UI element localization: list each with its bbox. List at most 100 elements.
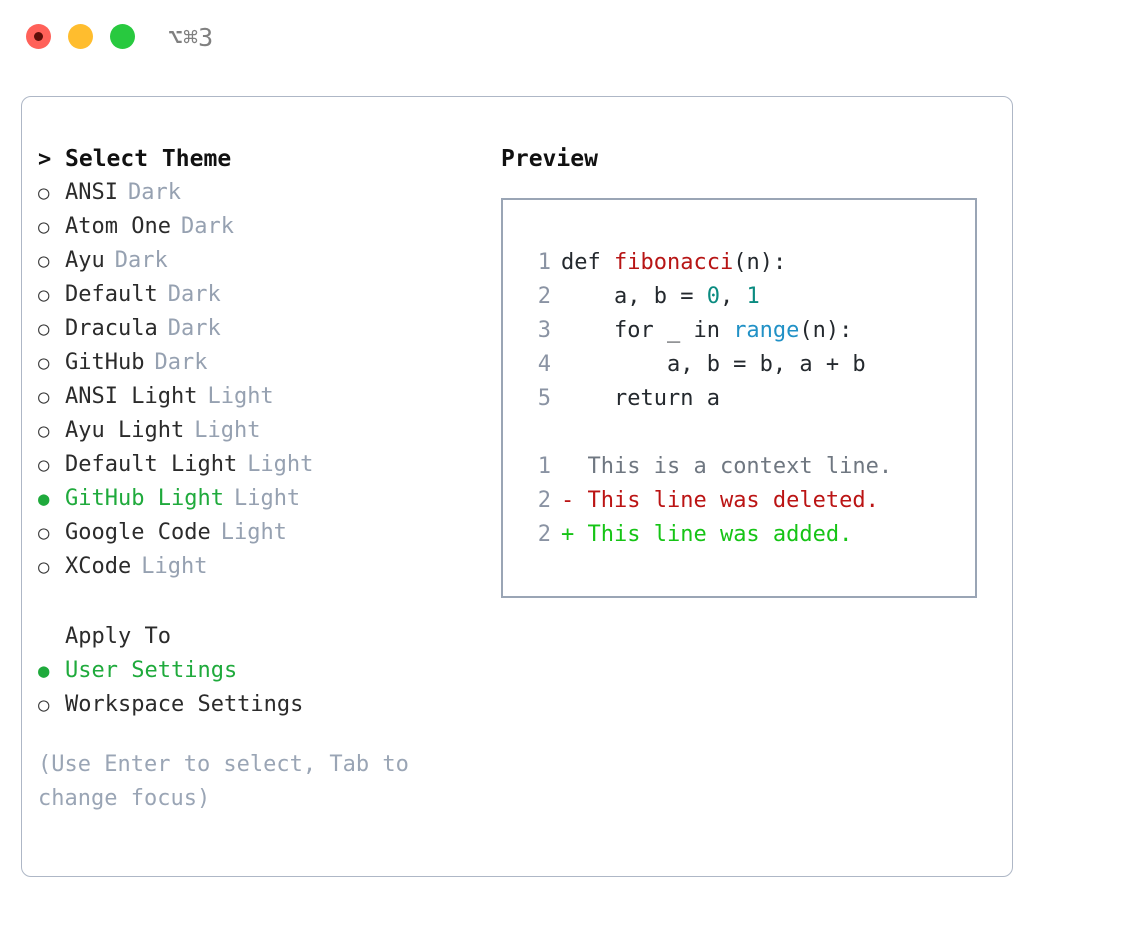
theme-variant-badge: Light — [220, 520, 287, 545]
code-line: 5 return a — [503, 382, 975, 416]
theme-variant-badge: Light — [194, 418, 261, 443]
caret-icon: > — [38, 147, 52, 172]
theme-variant-badge: Light — [207, 384, 274, 409]
diff-sign — [561, 450, 574, 484]
theme-variant-badge: Dark — [127, 180, 181, 205]
radio-unselected-icon[interactable]: ○ — [38, 250, 50, 272]
apply-to-label: User Settings — [65, 658, 238, 683]
apply-to-item[interactable]: ○ Workspace Settings — [38, 688, 488, 722]
preview-title: Preview — [501, 146, 598, 172]
theme-variant-badge: Dark — [114, 248, 168, 273]
close-button[interactable] — [26, 24, 51, 49]
select-theme-header: > Select Theme — [38, 142, 488, 176]
radio-unselected-icon[interactable]: ○ — [38, 694, 50, 716]
code-line: 4 a, b = b, a + b — [503, 348, 975, 382]
apply-to-item[interactable]: ● User Settings — [38, 654, 488, 688]
theme-variant-badge: Light — [233, 486, 301, 511]
maximize-button[interactable] — [110, 24, 135, 49]
apply-to-list: ● User Settings ○ Workspace Settings — [38, 654, 488, 722]
diff-sign: - — [561, 488, 575, 513]
theme-list-item[interactable]: ○ ANSI Light Light — [38, 380, 488, 414]
traffic-light-group — [26, 24, 135, 49]
theme-name: GitHub — [65, 350, 145, 375]
radio-unselected-icon[interactable]: ○ — [38, 216, 50, 238]
diff-line: 2+ This line was added. — [503, 518, 975, 552]
theme-name: Atom One — [65, 214, 171, 239]
code-token: 1 — [746, 284, 760, 309]
radio-selected-icon[interactable]: ● — [38, 488, 50, 510]
code-token: a, b = b, a + b — [561, 352, 866, 377]
apply-to-title: Apply To — [65, 624, 171, 649]
code-token: (n): — [799, 318, 853, 343]
theme-list-item[interactable]: ○ Google Code Light — [38, 516, 488, 550]
radio-unselected-icon[interactable]: ○ — [38, 522, 50, 544]
theme-list-item[interactable]: ○ Ayu Light Light — [38, 414, 488, 448]
select-theme-title: Select Theme — [65, 146, 232, 172]
radio-unselected-icon[interactable]: ○ — [38, 182, 50, 204]
theme-list-item[interactable]: ○ Atom One Dark — [38, 210, 488, 244]
diff-text: This line was added. — [574, 522, 853, 547]
apply-to-label: Workspace Settings — [65, 692, 304, 717]
code-token: return a — [561, 386, 720, 411]
code-line: 2 a, b = 0, 1 — [503, 280, 975, 314]
theme-name: Ayu — [65, 248, 105, 273]
code-token: a, b = — [561, 284, 707, 309]
theme-variant-badge: Dark — [180, 214, 234, 239]
theme-name: ANSI Light — [65, 384, 198, 409]
theme-name: Google Code — [65, 520, 211, 545]
keyboard-hint-text: (Use Enter to select, Tab to change focu… — [38, 752, 423, 811]
minimize-button[interactable] — [68, 24, 93, 49]
code-token: (n): — [733, 250, 787, 275]
theme-list-item[interactable]: ○ Default Dark — [38, 278, 488, 312]
theme-list-item[interactable]: ○ Ayu Dark — [38, 244, 488, 278]
line-number: 5 — [537, 386, 551, 411]
radio-unselected-icon[interactable]: ○ — [38, 352, 50, 374]
theme-list-item[interactable]: ● GitHub Light Light — [38, 482, 488, 516]
code-token: for _ in — [561, 318, 734, 343]
theme-name: Default — [65, 282, 158, 307]
theme-name: ANSI — [65, 180, 118, 205]
theme-variant-badge: Dark — [167, 316, 221, 341]
title-bar: ⌥⌘3 — [0, 0, 1140, 78]
theme-variant-badge: Dark — [167, 282, 221, 307]
theme-variant-badge: Light — [141, 554, 208, 579]
diff-line: 2- This line was deleted. — [503, 484, 975, 518]
code-token: def — [561, 250, 614, 275]
section-spacer — [38, 584, 488, 620]
diff-sample: 1 This is a context line.2- This line wa… — [503, 450, 975, 552]
theme-list-item[interactable]: ○ XCode Light — [38, 550, 488, 584]
line-number: 2 — [537, 488, 551, 513]
radio-unselected-icon[interactable]: ○ — [38, 284, 50, 306]
line-number: 3 — [537, 318, 551, 343]
theme-list-item[interactable]: ○ ANSI Dark — [38, 176, 488, 210]
theme-name: GitHub Light — [65, 486, 224, 511]
diff-text: This line was deleted. — [574, 488, 879, 513]
code-token: 0 — [706, 284, 720, 309]
radio-unselected-icon[interactable]: ○ — [38, 556, 50, 578]
theme-list-item[interactable]: ○ Default Light Light — [38, 448, 488, 482]
code-line: 3 for _ in range(n): — [503, 314, 975, 348]
theme-name: Ayu Light — [65, 418, 185, 443]
theme-name: Default Light — [65, 452, 238, 477]
line-number: 1 — [537, 454, 551, 479]
radio-unselected-icon[interactable]: ○ — [38, 386, 50, 408]
line-number: 4 — [537, 352, 551, 377]
radio-selected-icon[interactable]: ● — [38, 660, 50, 682]
code-token: , — [719, 284, 747, 309]
radio-unselected-icon[interactable]: ○ — [38, 454, 50, 476]
theme-name: XCode — [65, 554, 132, 579]
theme-variant-badge: Light — [247, 452, 314, 477]
blank-marker-icon: ○ — [38, 620, 65, 654]
radio-unselected-icon[interactable]: ○ — [38, 420, 50, 442]
radio-unselected-icon[interactable]: ○ — [38, 318, 50, 340]
